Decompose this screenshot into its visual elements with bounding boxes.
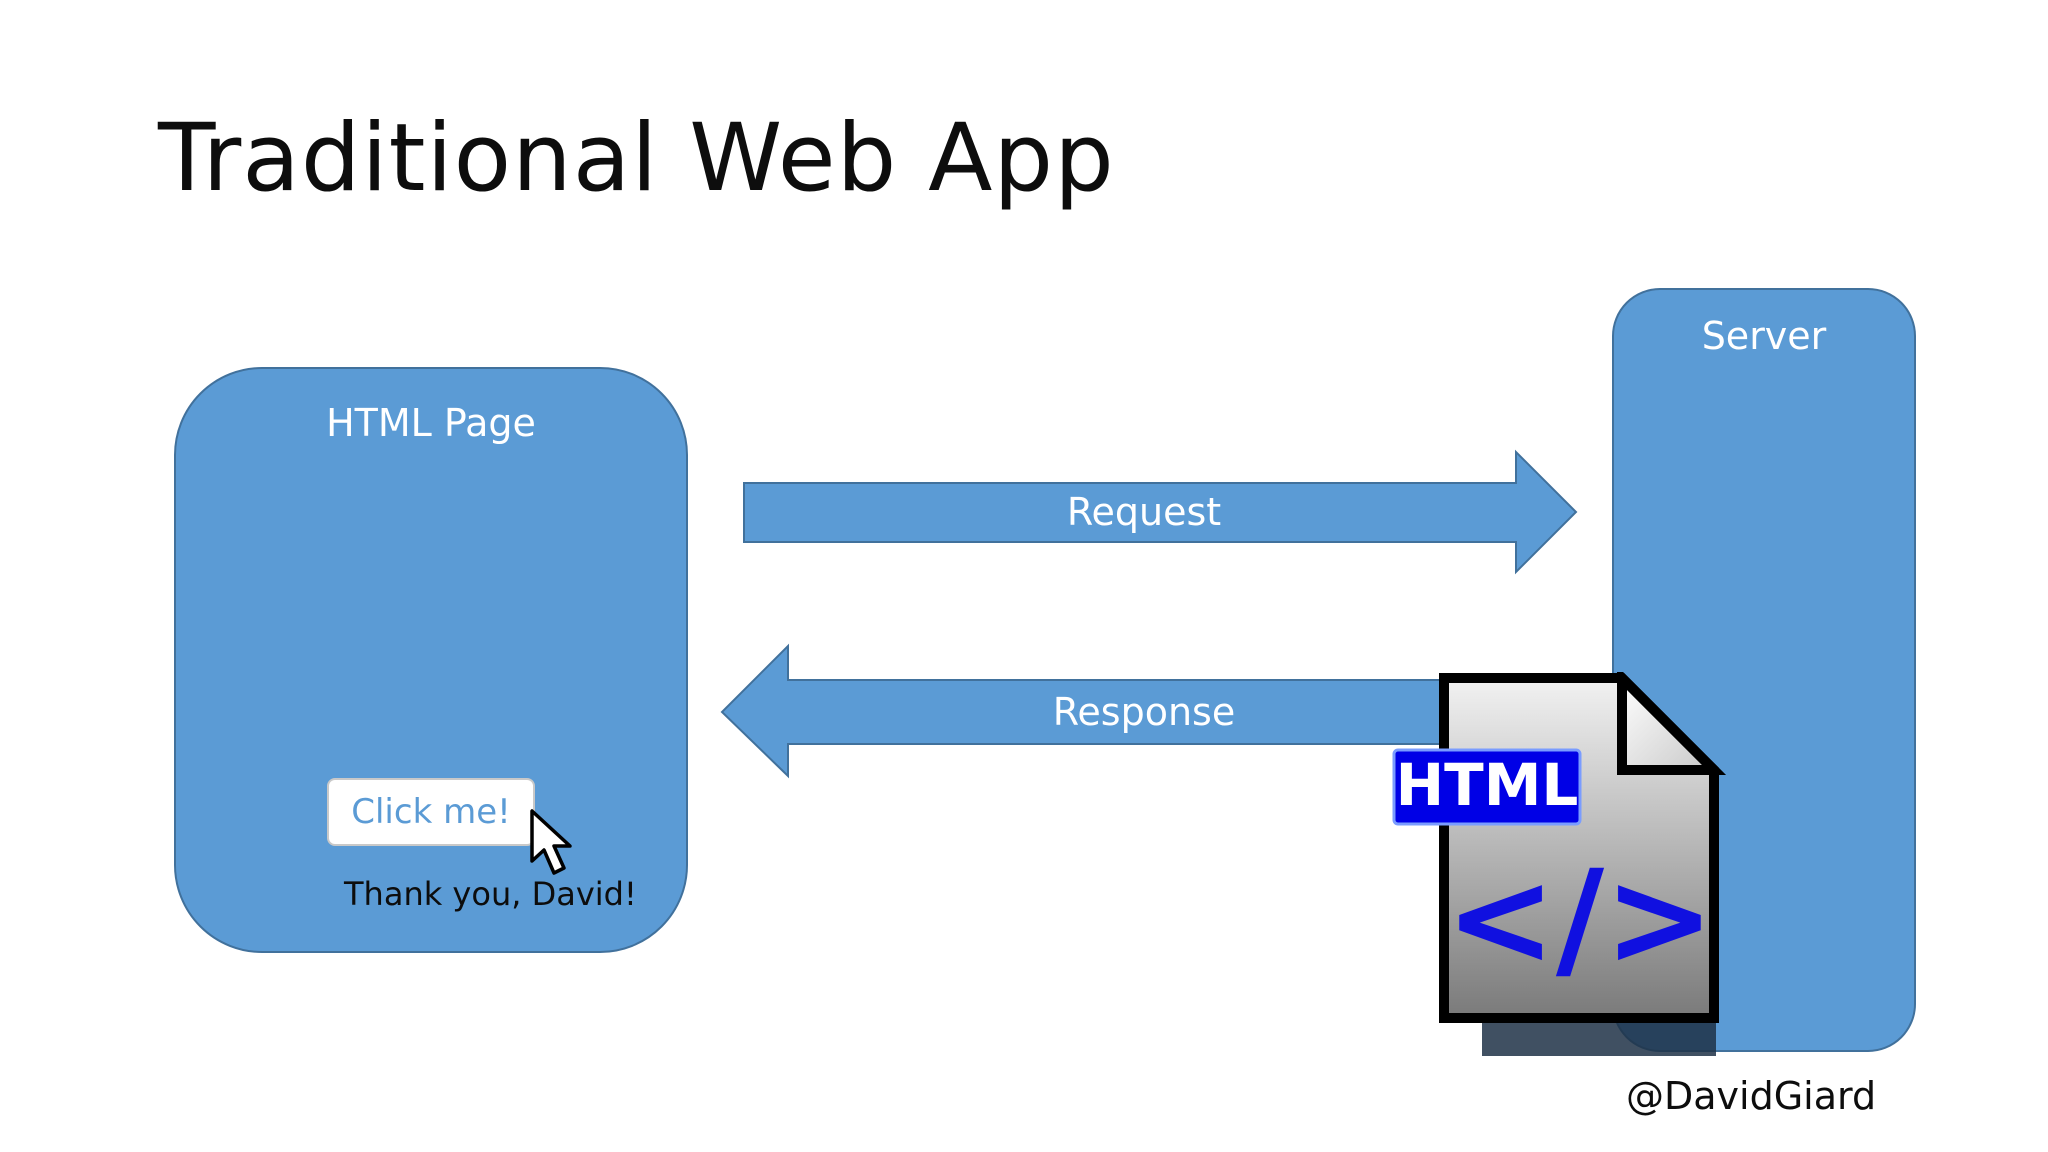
html-page-box: HTML Page Click me! Thank you, David! (174, 367, 688, 953)
thank-you-message: Thank you, David! (344, 875, 637, 913)
response-label: Response (1052, 690, 1236, 734)
html-badge-text: HTML (1396, 751, 1579, 819)
html-badge (1392, 748, 1582, 826)
request-arrow (743, 449, 1578, 575)
code-glyph: </> (1445, 842, 1714, 996)
request-label: Request (1066, 490, 1222, 534)
html-file-icon: HTML </> (1392, 672, 1727, 1056)
server-title: Server (1701, 314, 1827, 358)
response-arrow (720, 643, 1501, 779)
author-handle: @DavidGiard (1626, 1074, 1877, 1118)
mouse-pointer-icon (530, 809, 572, 875)
html-page-title: HTML Page (326, 401, 536, 445)
slide-title: Traditional Web App (158, 104, 1115, 213)
file-fold (1617, 672, 1727, 775)
